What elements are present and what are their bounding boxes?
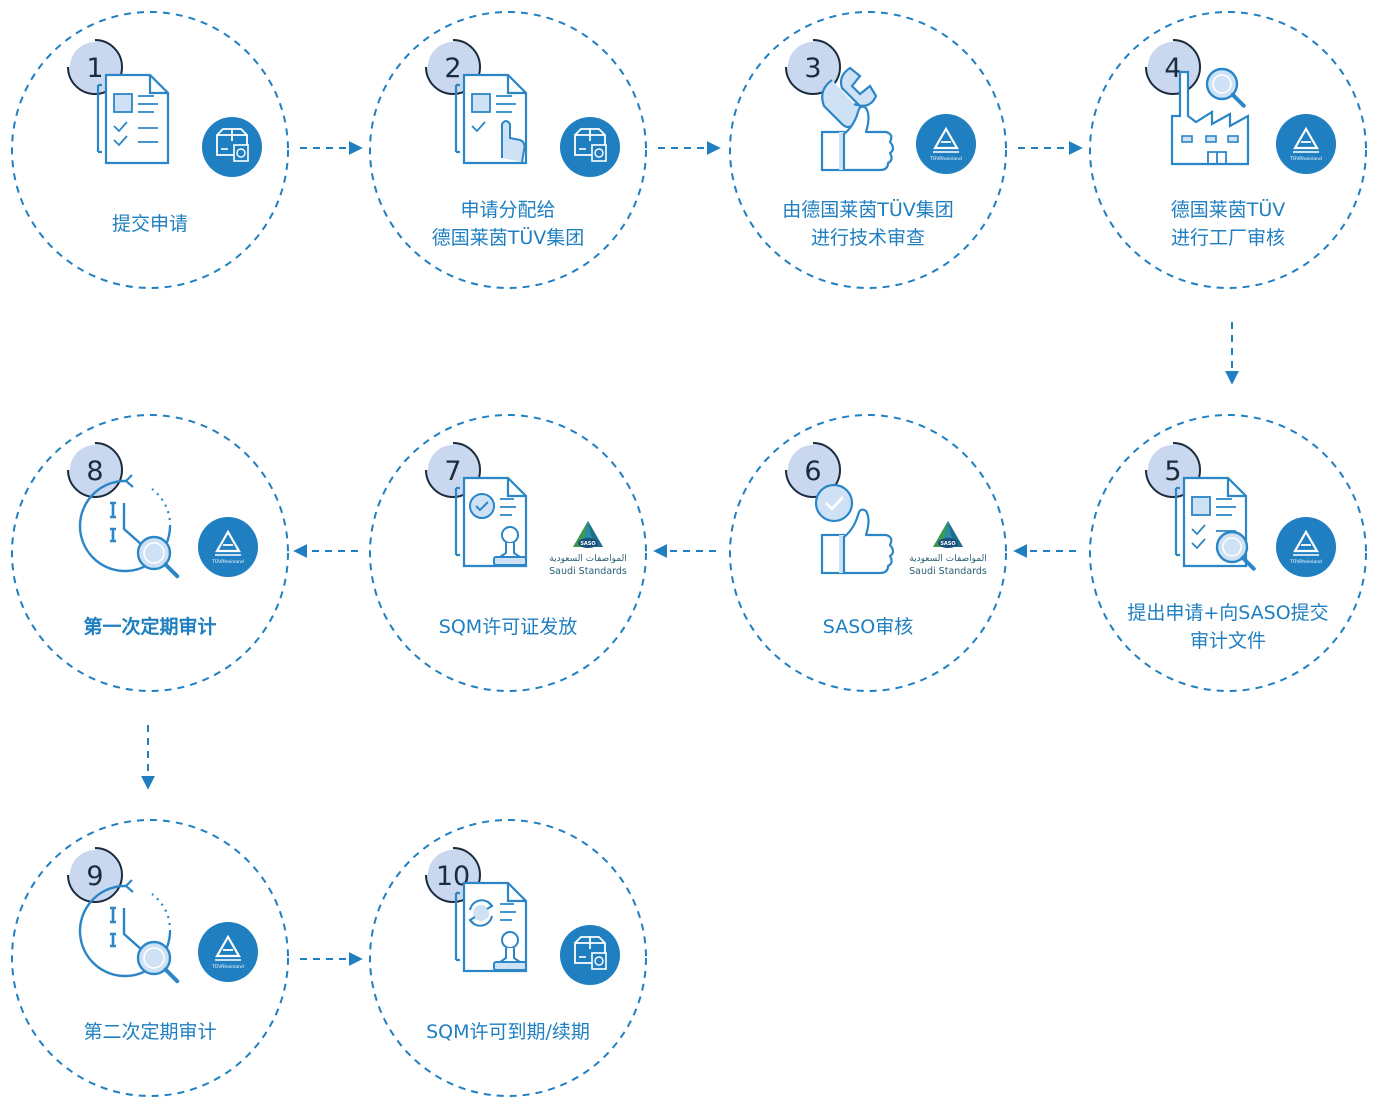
step-label-line-2: 进行工厂审核 [1171,227,1285,249]
tuv-rheinland-logo: TÜVRheinland [1276,517,1336,577]
clock-magnifier-icon [78,474,180,579]
step-number-badge: 9 [66,846,123,903]
tuv-logo-text: TÜVRheinland [211,963,244,970]
step-label-line-1: 德国莱茵TÜV [1171,198,1286,221]
document-renew-stamp-icon [454,881,528,973]
tuv-rheinland-logo: TÜVRheinland [198,922,258,982]
step-number-badge: 3 [784,38,841,95]
saso-logo: SASO المواصفات السعودية Saudi Standards [549,521,627,577]
document-touch-icon [454,73,528,165]
step-label-line-1: SQM许可证发放 [439,616,577,638]
step-number: 1 [86,53,103,84]
step-label-line-1: SASO审核 [823,616,913,638]
saso-badge-text: SASO [940,541,955,547]
tuv-rheinland-logo: TÜVRheinland [198,517,258,577]
step-number-badge: 4 [1144,38,1201,95]
step-label-line-1: 提出申请+向SASO提交 [1127,602,1328,624]
saso-badge-text: SASO [580,541,595,547]
step-number: 2 [444,53,461,84]
step-number: 9 [86,861,103,892]
saso-arabic-text: المواصفات السعودية [909,554,986,564]
step-number-badge: 8 [66,441,123,498]
step-label-line-1: SQM许可到期/续期 [426,1021,590,1043]
tuv-logo-text: TÜVRheinland [211,558,244,565]
step-number: 3 [804,53,821,84]
tuv-logo-text: TÜVRheinland [1289,155,1322,162]
step-label-line-2: 进行技术审查 [811,227,925,249]
package-money-icon [560,925,620,985]
step-number: 6 [804,456,821,487]
factory-magnifier-icon [1170,67,1250,166]
wrench-thumbs-up-icon [820,66,895,172]
step-label-line-1: 第一次定期审计 [83,615,216,638]
step-number-badge: 6 [784,441,841,498]
check-thumbs-up-icon [814,483,895,575]
step-1: 1 提交申请 [11,11,289,289]
step-number: 8 [86,456,103,487]
step-label-line-1: 申请分配给 [460,199,555,221]
step-label-line-1: 提交申请 [112,213,188,235]
saso-logo: SASO المواصفات السعودية Saudi Standards [909,521,987,577]
clock-magnifier-icon [78,879,180,984]
document-checklist-icon [96,73,170,165]
step-number: 4 [1164,53,1181,84]
document-stamp-icon [454,476,528,568]
tuv-logo-text: TÜVRheinland [929,155,962,162]
saso-english-text: Saudi Standards [549,566,627,577]
tuv-rheinland-logo: TÜVRheinland [1276,114,1336,174]
tuv-logo-text: TÜVRheinland [1289,558,1322,565]
document-magnifier-icon [1174,476,1256,571]
package-money-icon [560,117,620,177]
package-money-icon [202,117,262,177]
step-label-line-2: 德国莱茵TÜV集团 [432,226,585,249]
tuv-rheinland-logo: TÜVRheinland [916,114,976,174]
step-label-line-2: 审计文件 [1190,630,1266,652]
step-label-line-1: 第二次定期审计 [83,1021,216,1043]
saso-arabic-text: المواصفات السعودية [549,554,626,564]
step-number: 7 [444,456,461,487]
step-label-line-1: 由德国莱茵TÜV集团 [782,198,954,221]
step-number: 5 [1164,456,1181,487]
saso-english-text: Saudi Standards [909,566,987,577]
